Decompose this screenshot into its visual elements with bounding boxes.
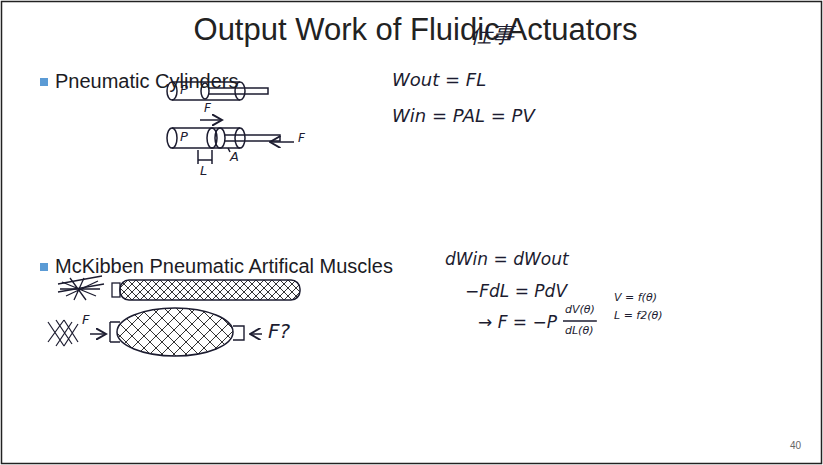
force-arrow xyxy=(90,333,106,335)
mesh-sketch xyxy=(58,276,104,300)
note-japanese: 仕事 xyxy=(470,22,514,47)
area-label: A xyxy=(230,150,239,165)
pneumatic-cylinder xyxy=(167,128,280,164)
equation: −FdL = PdV xyxy=(465,282,567,302)
page-number: 40 xyxy=(790,440,801,452)
equation: dWin = dWout xyxy=(445,250,569,270)
force-label: F xyxy=(298,132,305,146)
force-arrow xyxy=(270,141,294,143)
length-label: L xyxy=(200,164,207,179)
fraction-bar xyxy=(563,320,597,321)
bullet-text: McKibben Pneumatic Artifical Muscles xyxy=(55,255,393,278)
equation: Wout = FL xyxy=(392,70,486,91)
force-arrow xyxy=(200,119,222,121)
mckibben-muscle xyxy=(120,280,300,300)
bullet xyxy=(40,78,48,86)
equation: Win = PAL = PV xyxy=(392,106,535,127)
mckibben-muscle-inflated xyxy=(117,308,233,356)
pressure-label: P xyxy=(180,83,188,98)
mesh-sketch xyxy=(48,320,78,346)
equation: → F = −P xyxy=(478,313,557,333)
end-cap xyxy=(112,283,120,297)
equation: V = f(θ) xyxy=(614,292,657,305)
force-label: F xyxy=(204,102,211,116)
bullet-text: Pneumatic Cylinders xyxy=(55,70,238,93)
equation: L = f2(θ) xyxy=(614,310,663,323)
force-arrow xyxy=(250,333,262,335)
force-label: F? xyxy=(268,320,290,343)
slide-title: Output Work of Fluidic Actuators xyxy=(4,12,823,48)
force-label: F xyxy=(82,313,89,328)
end-cap xyxy=(233,326,244,340)
bullet xyxy=(40,263,48,271)
fraction-denominator: dL(θ) xyxy=(565,325,593,338)
pressure-label: P xyxy=(180,130,188,145)
fraction-numerator: dV(θ) xyxy=(565,304,595,317)
